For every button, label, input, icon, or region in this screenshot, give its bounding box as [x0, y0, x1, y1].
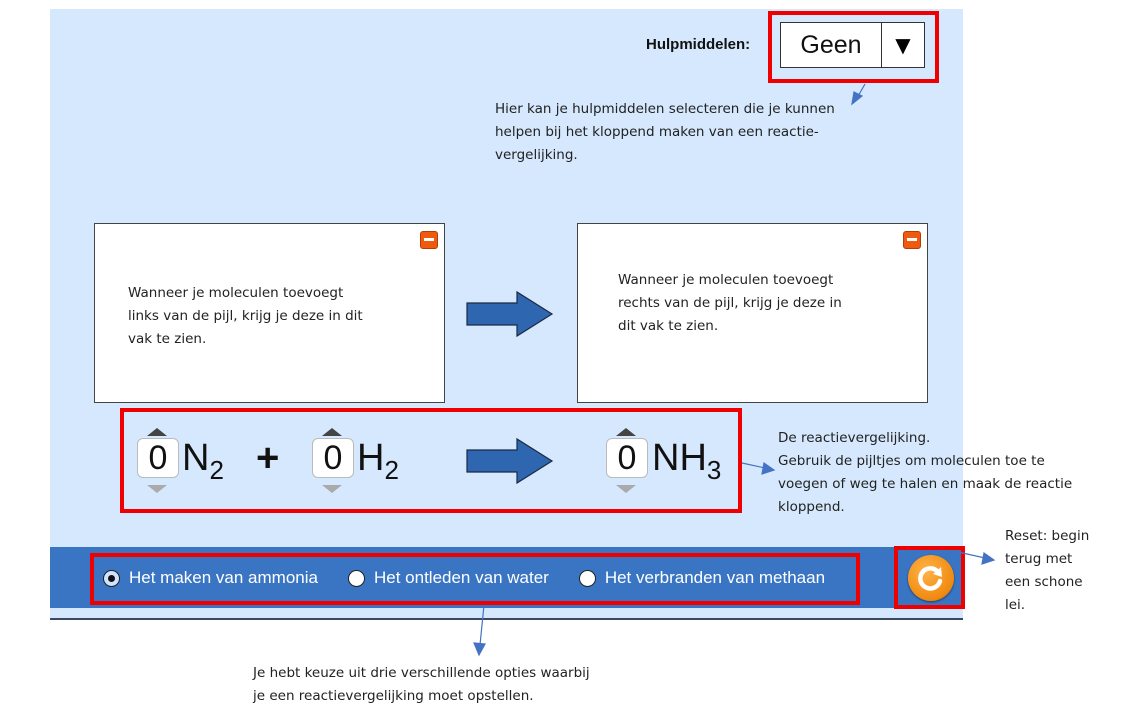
help-annotation-line: helpen bij het kloppend maken van een re…	[495, 124, 819, 140]
options-annotation-line: je een reactievergelijking moet opstelle…	[253, 688, 534, 704]
reaction-arrow-icon	[466, 290, 554, 338]
help-annotation: Hier kan je hulpmiddelen selecteren die …	[495, 98, 835, 167]
option-water[interactable]: Het ontleden van water	[347, 568, 549, 588]
formula-subscript: 2	[384, 455, 399, 485]
reactants-panel-text: Wanneer je moleculen toevoegt links van …	[128, 282, 363, 351]
decrease-nh3-arrow[interactable]	[616, 485, 636, 493]
help-tools-dropdown[interactable]: Geen ▼	[780, 22, 925, 68]
radio-methane[interactable]	[578, 569, 596, 587]
equation-arrow-icon	[466, 437, 554, 485]
option-label: Het ontleden van water	[373, 568, 549, 587]
formula-symbol: H	[357, 437, 385, 479]
n2-coefficient[interactable]: 0	[137, 438, 179, 478]
equation-annotation-line: voegen of weg te halen en maak de reacti…	[778, 476, 1073, 492]
increase-n2-arrow[interactable]	[147, 428, 167, 436]
formula-subscript: 2	[209, 455, 224, 485]
panel-text-line: dit vak te zien.	[618, 318, 719, 334]
help-tools-selected: Geen	[781, 23, 882, 67]
highlight-equation	[120, 408, 742, 513]
panel-text-line: vak te zien.	[128, 331, 207, 347]
equation-annotation-line: Gebruik de pijltjes om moleculen toe te	[778, 453, 1045, 469]
option-label: Het maken van ammonia	[129, 568, 318, 587]
reaction-options: Het maken van ammonia Het ontleden van w…	[103, 568, 825, 588]
dropdown-arrow-icon[interactable]: ▼	[895, 33, 911, 57]
reactants-panel: Wanneer je moleculen toevoegt links van …	[94, 223, 445, 403]
highlight-reset	[894, 546, 965, 609]
panel-text-line: Wanneer je moleculen toevoegt	[128, 285, 344, 301]
n2-formula: N2	[182, 437, 224, 486]
decrease-n2-arrow[interactable]	[147, 485, 167, 493]
reaction-selector-bar	[50, 547, 963, 608]
products-panel: Wanneer je moleculen toevoegt rechts van…	[577, 223, 928, 403]
panel-text-line: rechts van de pijl, krijg je deze in	[618, 295, 842, 311]
nh3-formula: NH3	[652, 437, 721, 486]
reset-annotation-line: lei.	[1005, 597, 1026, 613]
option-methane[interactable]: Het verbranden van methaan	[578, 568, 826, 588]
radio-ammonia[interactable]	[103, 569, 120, 587]
highlight-help-select	[768, 11, 939, 83]
formula-symbol: N	[182, 437, 210, 479]
products-panel-text: Wanneer je moleculen toevoegt rechts van…	[618, 269, 842, 338]
equation-annotation-line: kloppend.	[778, 499, 845, 515]
highlight-reaction-options	[90, 553, 860, 605]
h2-formula: H2	[357, 437, 399, 486]
option-ammonia[interactable]: Het maken van ammonia	[103, 568, 318, 588]
help-tools-label: Hulpmiddelen:	[646, 36, 751, 53]
options-annotation: Je hebt keuze uit drie verschillende opt…	[253, 662, 590, 708]
increase-nh3-arrow[interactable]	[616, 428, 636, 436]
formula-symbol: NH	[652, 437, 707, 479]
minimize-right-panel-button[interactable]	[903, 231, 921, 249]
nh3-coefficient[interactable]: 0	[606, 438, 648, 478]
radio-water[interactable]	[347, 569, 365, 587]
help-annotation-line: vergelijking.	[495, 147, 578, 163]
options-annotation-line: Je hebt keuze uit drie verschillende opt…	[253, 665, 590, 681]
h2-coefficient[interactable]: 0	[312, 438, 354, 478]
reset-icon	[918, 566, 943, 591]
reset-annotation-line: terug met	[1005, 551, 1073, 567]
equation-annotation-line: De reactievergelijking.	[778, 430, 931, 446]
panel-text-line: Wanneer je moleculen toevoegt	[618, 272, 834, 288]
equation-annotation: De reactievergelijking. Gebruik de pijlt…	[778, 427, 1072, 519]
help-annotation-line: Hier kan je hulpmiddelen selecteren die …	[495, 101, 835, 117]
callout-arrow-head-icon	[473, 642, 486, 657]
option-label: Het verbranden van methaan	[604, 568, 826, 587]
callout-arrow-head-icon	[981, 551, 996, 565]
formula-subscript: 3	[706, 455, 722, 485]
plus-sign: +	[256, 436, 280, 480]
panel-text-line: links van de pijl, krijg je deze in dit	[128, 308, 363, 324]
reset-annotation: Reset: begin terug met een schone lei.	[1005, 525, 1089, 617]
minimize-left-panel-button[interactable]	[420, 231, 438, 249]
decrease-h2-arrow[interactable]	[322, 485, 342, 493]
reset-button[interactable]	[908, 555, 954, 601]
reset-annotation-line: Reset: begin	[1005, 528, 1090, 544]
reset-annotation-line: een schone	[1005, 574, 1083, 590]
increase-h2-arrow[interactable]	[322, 428, 342, 436]
